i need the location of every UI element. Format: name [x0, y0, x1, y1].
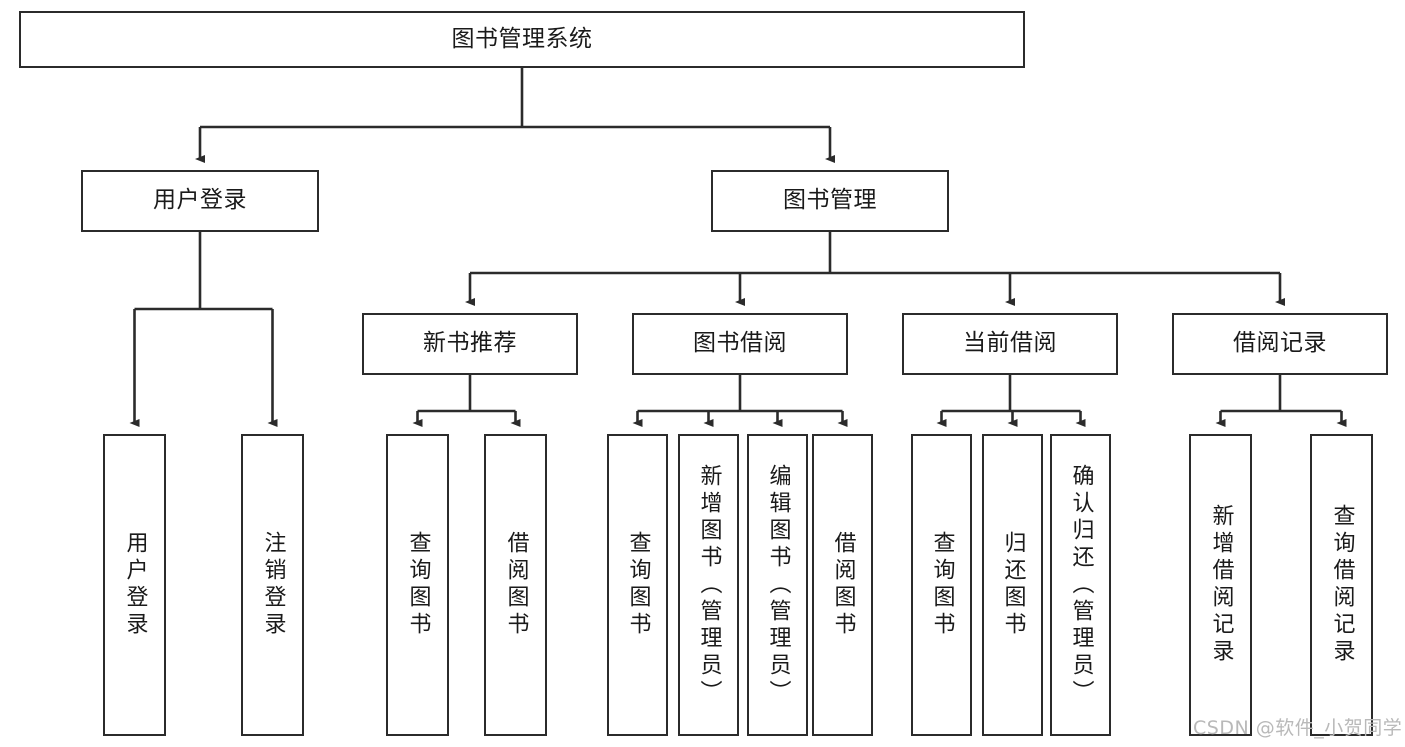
node-label: 用户登录: [122, 531, 148, 639]
node-label: 新增借阅记录: [1208, 504, 1234, 666]
node-label: 借阅图书: [830, 531, 856, 639]
node-root[interactable]: 图书管理系统: [19, 11, 1025, 68]
node-label: 确认归还（管理员）: [1068, 463, 1094, 707]
leaf-add-borrow-record[interactable]: 新增借阅记录: [1189, 434, 1252, 736]
node-current-borrow[interactable]: 当前借阅: [902, 313, 1118, 375]
node-book-borrow[interactable]: 图书借阅: [632, 313, 848, 375]
leaf-return-book[interactable]: 归还图书: [982, 434, 1043, 736]
node-label: 查询图书: [929, 531, 955, 639]
node-label: 注销登录: [260, 531, 286, 639]
node-user-login[interactable]: 用户登录: [81, 170, 319, 232]
leaf-confirm-return-admin[interactable]: 确认归还（管理员）: [1050, 434, 1111, 736]
leaf-query-borrow-record[interactable]: 查询借阅记录: [1310, 434, 1373, 736]
leaf-borrow-book-1[interactable]: 借阅图书: [484, 434, 547, 736]
node-book-manage[interactable]: 图书管理: [711, 170, 949, 232]
node-label: 用户登录: [153, 187, 247, 214]
leaf-add-book-admin[interactable]: 新增图书（管理员）: [678, 434, 739, 736]
node-label: 归还图书: [1000, 531, 1026, 639]
node-borrow-record[interactable]: 借阅记录: [1172, 313, 1388, 375]
node-label: 新书推荐: [423, 330, 517, 357]
leaf-borrow-book-2[interactable]: 借阅图书: [812, 434, 873, 736]
leaf-query-book-2[interactable]: 查询图书: [607, 434, 668, 736]
watermark: CSDN @软件_小贺同学: [1193, 717, 1403, 739]
node-label: 借阅图书: [503, 531, 529, 639]
node-label: 当前借阅: [963, 330, 1057, 357]
node-label: 图书管理: [783, 187, 877, 214]
node-label: 查询借阅记录: [1329, 504, 1355, 666]
node-label: 编辑图书（管理员）: [765, 463, 791, 707]
node-label: 图书借阅: [693, 330, 787, 357]
leaf-query-book-1[interactable]: 查询图书: [386, 434, 449, 736]
leaf-query-book-3[interactable]: 查询图书: [911, 434, 972, 736]
node-label: 查询图书: [405, 531, 431, 639]
leaf-user-logout[interactable]: 注销登录: [241, 434, 304, 736]
node-label: 图书管理系统: [451, 25, 593, 52]
node-label: 借阅记录: [1233, 330, 1327, 357]
leaf-edit-book-admin[interactable]: 编辑图书（管理员）: [747, 434, 808, 736]
node-new-book-recommend[interactable]: 新书推荐: [362, 313, 578, 375]
node-label: 新增图书（管理员）: [696, 463, 722, 707]
node-label: 查询图书: [625, 531, 651, 639]
leaf-user-login[interactable]: 用户登录: [103, 434, 166, 736]
